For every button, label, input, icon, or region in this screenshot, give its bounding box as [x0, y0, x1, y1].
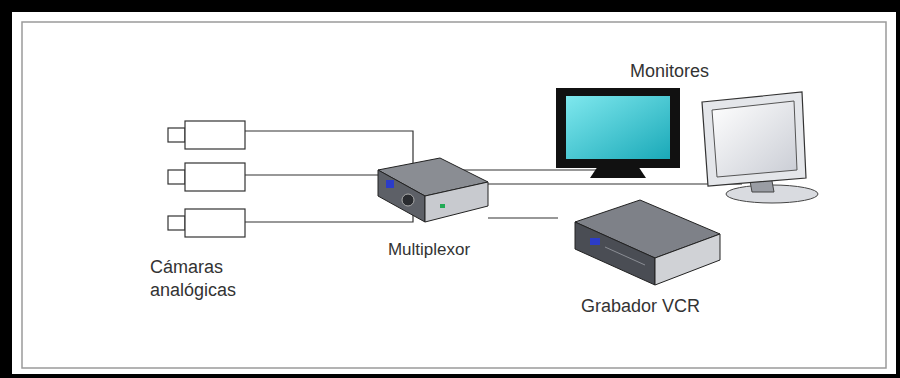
vcr-device: [575, 200, 720, 285]
panel-border: [22, 22, 886, 368]
multiplexor-box: Multiplexor: [370, 150, 488, 264]
camera-label: Cámaras analógicas: [150, 256, 270, 303]
multiplexor-device: [378, 158, 488, 222]
analog-cameras: [168, 121, 245, 237]
vcr-box: Grabador VCR: [558, 195, 723, 322]
device-label: Grabador VCR: [581, 296, 700, 318]
crt-monitor: [556, 88, 680, 178]
device-label: Multiplexor: [388, 240, 470, 260]
frame-ground: [12, 12, 896, 374]
monitor-label: Monitores: [630, 60, 750, 83]
flat-monitor: [702, 92, 818, 203]
signal-wire: [488, 217, 558, 218]
